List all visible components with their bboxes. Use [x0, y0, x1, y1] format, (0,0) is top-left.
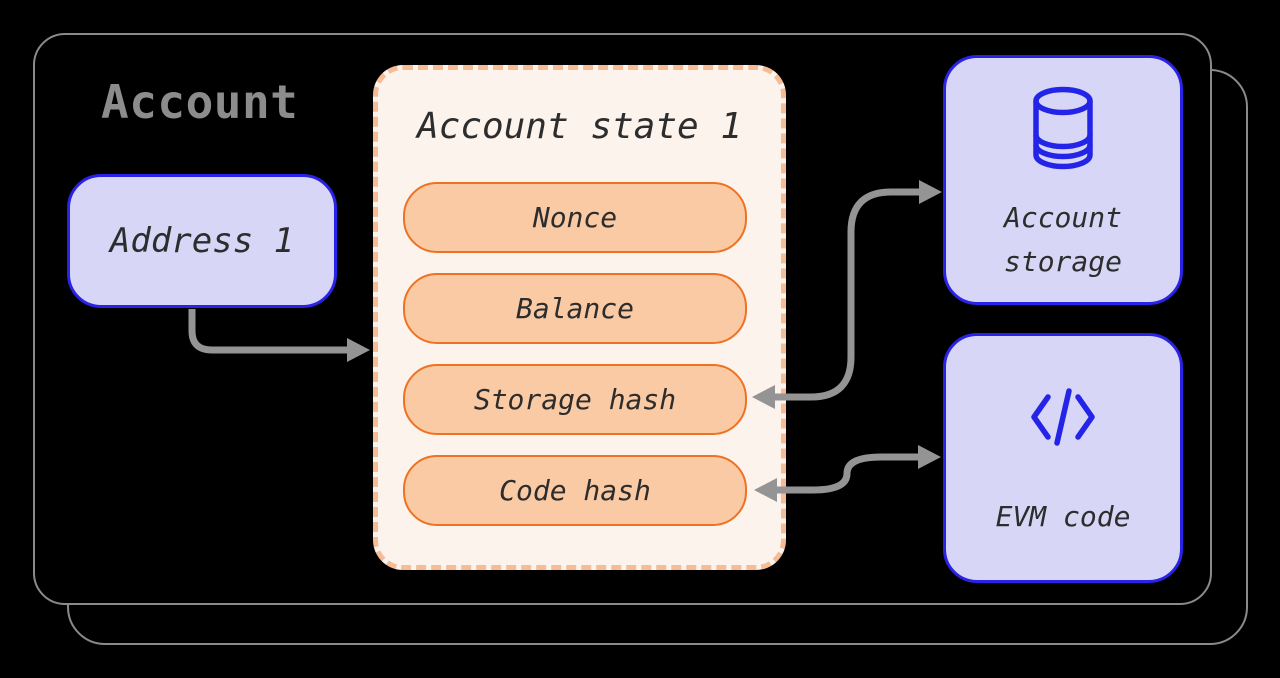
evm-code-node: EVM code [943, 333, 1183, 583]
account-storage-label-line1: Account [1003, 201, 1122, 234]
account-storage-label: Account storage [946, 196, 1180, 284]
code-icon [1028, 386, 1098, 452]
account-storage-node: Account storage [943, 55, 1183, 305]
address-node: Address 1 [67, 174, 337, 308]
account-container-title: Account [101, 75, 299, 129]
address-node-label: Address 1 [109, 221, 295, 261]
database-icon [1030, 86, 1096, 174]
nonce-field: Nonce [403, 182, 747, 253]
account-storage-label-line2: storage [1003, 245, 1122, 278]
balance-field: Balance [403, 273, 747, 344]
account-state-title: Account state 1 [416, 106, 743, 147]
account-state-box: Account state 1 Nonce Balance Storage ha… [373, 65, 786, 570]
code-hash-field: Code hash [403, 455, 747, 526]
evm-code-label: EVM code [995, 500, 1131, 533]
storage-hash-field: Storage hash [403, 364, 747, 435]
